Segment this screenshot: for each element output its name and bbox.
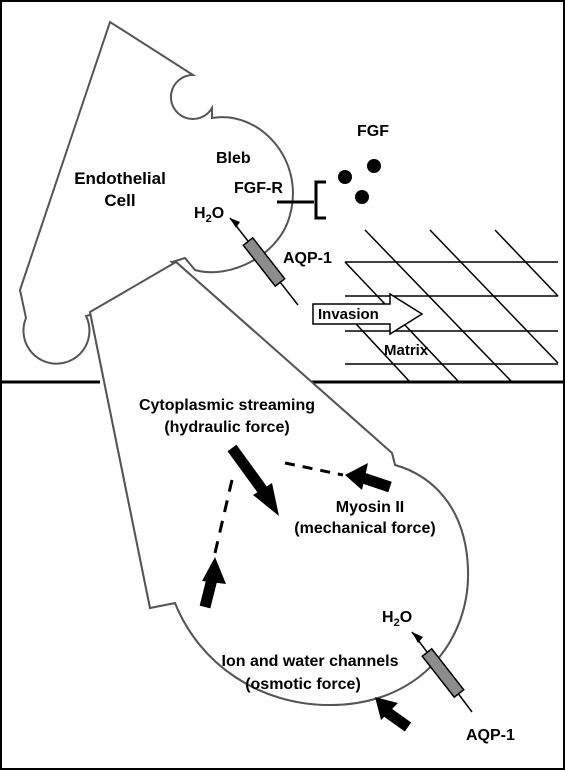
label-endothelial: Endothelial — [74, 169, 166, 188]
myosin-arrow — [345, 463, 392, 493]
dashed-link-top — [284, 461, 344, 477]
fgf-receptor — [277, 180, 326, 220]
label-h2o-top: H2O — [194, 205, 224, 225]
fgf-dot — [338, 170, 352, 184]
lower-panel-shape — [88, 260, 470, 707]
label-matrix: Matrix — [384, 342, 429, 359]
cell-body-outline — [18, 20, 294, 365]
label-aqp1-bottom: AQP-1 — [466, 727, 515, 744]
label-fgf: FGF — [357, 123, 389, 140]
fgf-dot — [355, 190, 369, 204]
label-hydraulic-force: (hydraulic force) — [164, 419, 289, 436]
invasion-arrow — [312, 292, 424, 336]
force-arrows — [199, 444, 412, 732]
endothelial-cell — [18, 20, 294, 365]
aqp1-channel-top — [229, 217, 299, 306]
matrix-lines — [344, 229, 559, 383]
aqp1-channel-bottom — [411, 631, 473, 713]
label-cytoplasmic-streaming: Cytoplasmic streaming — [139, 397, 315, 414]
label-ion-water-channels: Ion and water channels — [222, 653, 399, 670]
osmotic-left-arrow — [199, 557, 226, 609]
fgf-dot — [367, 159, 381, 173]
label-h2o-bottom: H2O — [382, 609, 412, 629]
label-aqp1-top: AQP-1 — [283, 250, 332, 267]
fgf-molecules — [338, 159, 381, 204]
label-mechanical-force: (mechanical force) — [294, 520, 435, 537]
label-invasion: Invasion — [318, 306, 379, 323]
streaming-arrow — [227, 444, 279, 516]
label-osmotic-force: (osmotic force) — [245, 676, 361, 693]
label-cell: Cell — [104, 191, 135, 210]
label-fgf-r: FGF-R — [234, 180, 283, 197]
label-bleb: Bleb — [216, 150, 251, 167]
label-myosin: Myosin II — [336, 499, 404, 516]
osmotic-right-arrow — [375, 697, 412, 732]
